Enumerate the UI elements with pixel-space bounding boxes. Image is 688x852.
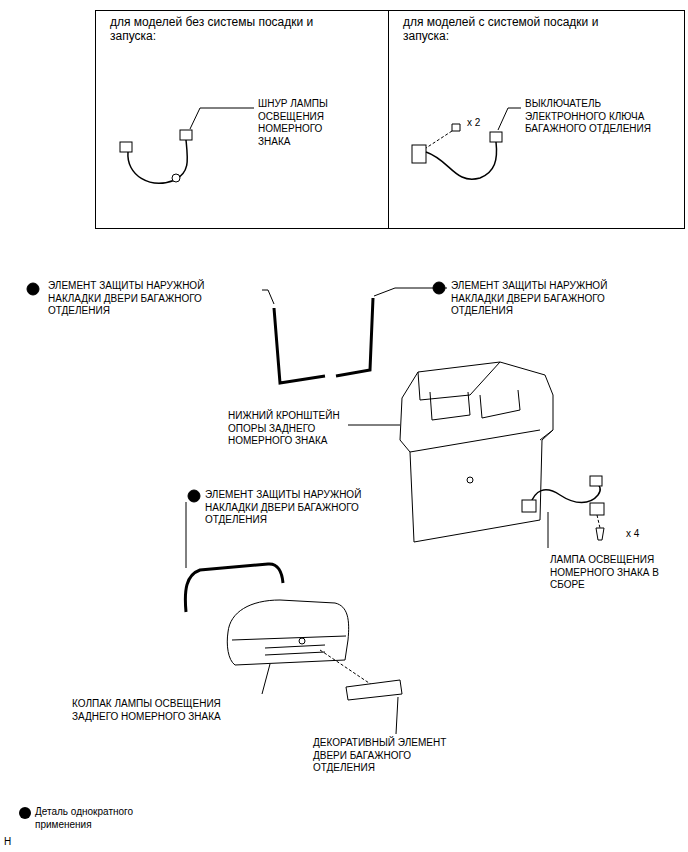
clip <box>172 174 180 182</box>
garnish <box>346 680 402 700</box>
protector-strip <box>274 308 325 383</box>
one-time-dot <box>27 283 39 295</box>
bracket <box>400 362 553 542</box>
connector <box>490 132 502 142</box>
switch-body <box>412 145 426 163</box>
leader-line <box>262 664 270 694</box>
leader-line <box>548 512 549 548</box>
one-time-dot <box>188 490 200 502</box>
leader-line <box>498 108 521 130</box>
panel-heading: для моделей с системой посадки и запуска… <box>389 11 613 43</box>
legend-entry: Деталь однократного применения <box>18 806 165 831</box>
part-name: ЭЛЕМЕНТ ЗАЩИТЫ НАРУЖНОЙ НАКЛАДКИ ДВЕРИ Б… <box>48 280 258 318</box>
leader-line <box>396 697 398 734</box>
part-name: ЛАМПА ОСВЕЩЕНИЯ НОМЕРНОГО ЗНАКА В СБОРЕ <box>550 554 670 592</box>
part-name: ЭЛЕМЕНТ ЗАЩИТЫ НАРУЖНОЙ НАКЛАДКИ ДВЕРИ Б… <box>205 489 405 527</box>
dashed-line <box>320 650 372 685</box>
protector-strip <box>336 298 373 376</box>
cover-hole <box>299 638 305 644</box>
lamp-socket <box>590 503 604 515</box>
bracket-detail <box>410 362 553 452</box>
leader-line <box>374 288 447 296</box>
quantity-note: x 2 <box>467 117 497 130</box>
leader-line <box>190 108 254 129</box>
part-name: ДЕКОРАТИВНЫЙ ЭЛЕМЕНТ ДВЕРИ БАГАЖНОГО ОТД… <box>313 737 463 775</box>
wire-harness <box>426 142 497 179</box>
quantity-note: x 4 <box>626 528 656 541</box>
legend-symbol <box>18 806 32 820</box>
screw <box>452 124 460 131</box>
part-name: ШНУР ЛАМПЫ ОСВЕЩЕНИЯ НОМЕРНОГО ЗНАКА <box>258 98 348 148</box>
dashed-line <box>426 131 452 148</box>
legend-text: Деталь однократного применения <box>35 806 165 831</box>
wire-harness <box>128 140 187 183</box>
part-name: ВЫКЛЮЧАТЕЛЬ ЭЛЕКТРОННОГО КЛЮЧА БАГАЖНОГО… <box>525 98 675 136</box>
connector <box>120 142 132 152</box>
leader-line <box>262 290 274 304</box>
variant-panel: для моделей без системы посадки и запуск… <box>95 10 389 229</box>
part-name: ЭЛЕМЕНТ ЗАЩИТЫ НАРУЖНОЙ НАКЛАДКИ ДВЕРИ Б… <box>451 280 651 318</box>
lamp-socket <box>522 500 536 512</box>
one-time-dot <box>19 807 31 819</box>
dashed-line <box>597 515 600 528</box>
lamp-cover <box>227 600 348 665</box>
leader-line <box>186 502 187 568</box>
lamp-cover-detail <box>232 636 346 655</box>
figure-code: H <box>4 836 24 849</box>
leader-line <box>348 425 400 426</box>
panel-heading: для моделей без системы посадки и запуск… <box>96 11 320 43</box>
part-name: КОЛПАК ЛАМПЫ ОСВЕЩЕНИЯ ЗАДНЕГО НОМЕРНОГО… <box>72 698 262 723</box>
bracket-hole <box>467 477 473 483</box>
screw <box>596 528 604 540</box>
part-name: НИЖНИЙ КРОНШТЕЙН ОПОРЫ ЗАДНЕГО НОМЕРНОГО… <box>228 410 350 448</box>
connector <box>180 130 192 140</box>
connector <box>590 476 602 486</box>
